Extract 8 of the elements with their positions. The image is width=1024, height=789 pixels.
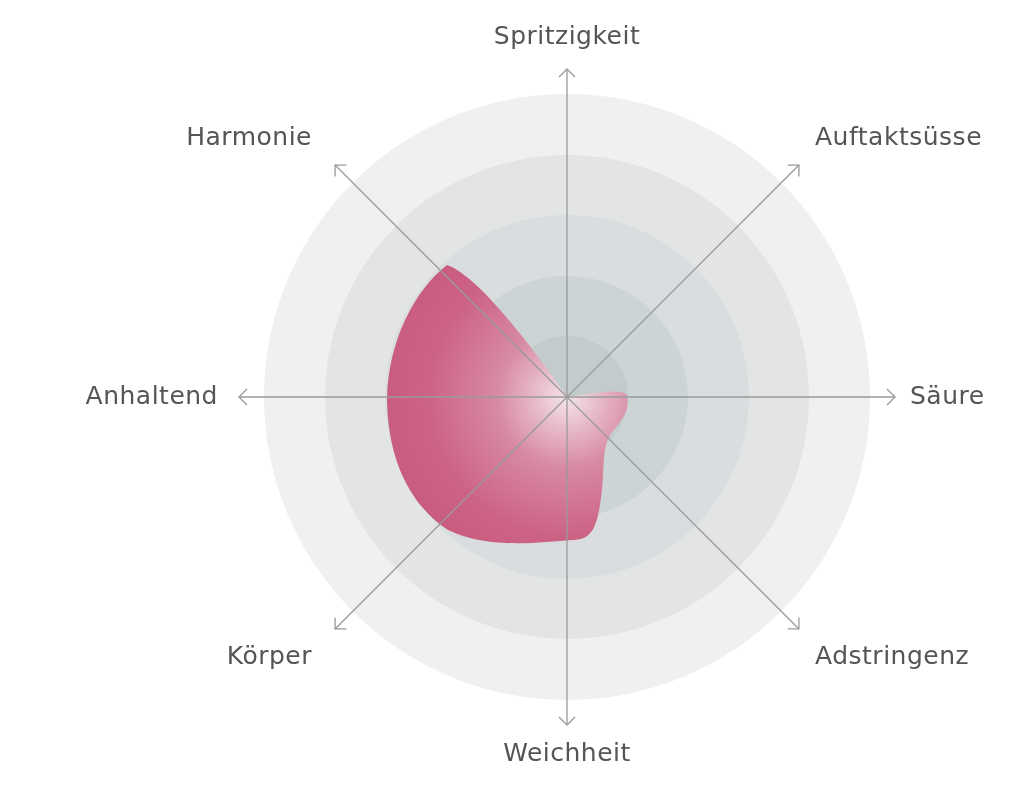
axis-label: Säure [910, 382, 985, 408]
axis-label: Harmonie [186, 123, 312, 149]
axis-label: Adstringenz [815, 642, 970, 668]
axis-label: Spritzigkeit [493, 22, 641, 48]
axis-label: Körper [226, 642, 312, 668]
axis-label: Weichheit [503, 739, 631, 765]
axis-label: Anhaltend [85, 382, 218, 408]
axis-label: Auftaktsüsse [815, 123, 982, 149]
